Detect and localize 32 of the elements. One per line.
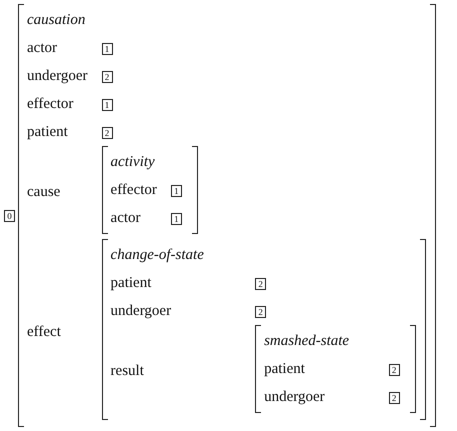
tag-box: 2 (102, 70, 113, 82)
feature-name: effect (27, 324, 61, 340)
feature-name: effector (110, 182, 157, 198)
attribute-value-matrix (18, 4, 436, 427)
feature-name: patient (264, 360, 305, 376)
feature-name: undergoer (110, 302, 172, 318)
tag-box: 1 (170, 184, 182, 196)
type-label: activity (110, 154, 155, 170)
feature-name: patient (110, 274, 152, 290)
feature-name: result (110, 363, 144, 379)
attribute-value-matrix (102, 146, 198, 234)
feature-name: actor (27, 40, 57, 56)
feature-name: undergoer (264, 388, 325, 404)
attribute-value-matrix (102, 239, 426, 420)
attribute-value-matrix (255, 325, 416, 413)
feature-name: patient (27, 124, 68, 140)
feature-name: actor (110, 210, 141, 226)
tag-box: 2 (102, 126, 113, 138)
tag-box: 0 (4, 210, 15, 222)
tag-box: 1 (170, 212, 182, 224)
tag-box: 2 (255, 306, 266, 318)
feature-name: undergoer (27, 68, 88, 84)
type-label: change-of-state (110, 246, 204, 262)
feature-name: effector (27, 96, 74, 112)
tag-box: 1 (102, 42, 113, 54)
type-label: causation (27, 12, 86, 28)
type-label: smashed-state (264, 332, 350, 348)
tag-box: 2 (255, 278, 266, 290)
tag-box: 1 (102, 98, 113, 110)
tag-box: 2 (388, 364, 400, 376)
tag-box: 2 (388, 392, 400, 404)
feature-name: cause (27, 184, 60, 200)
